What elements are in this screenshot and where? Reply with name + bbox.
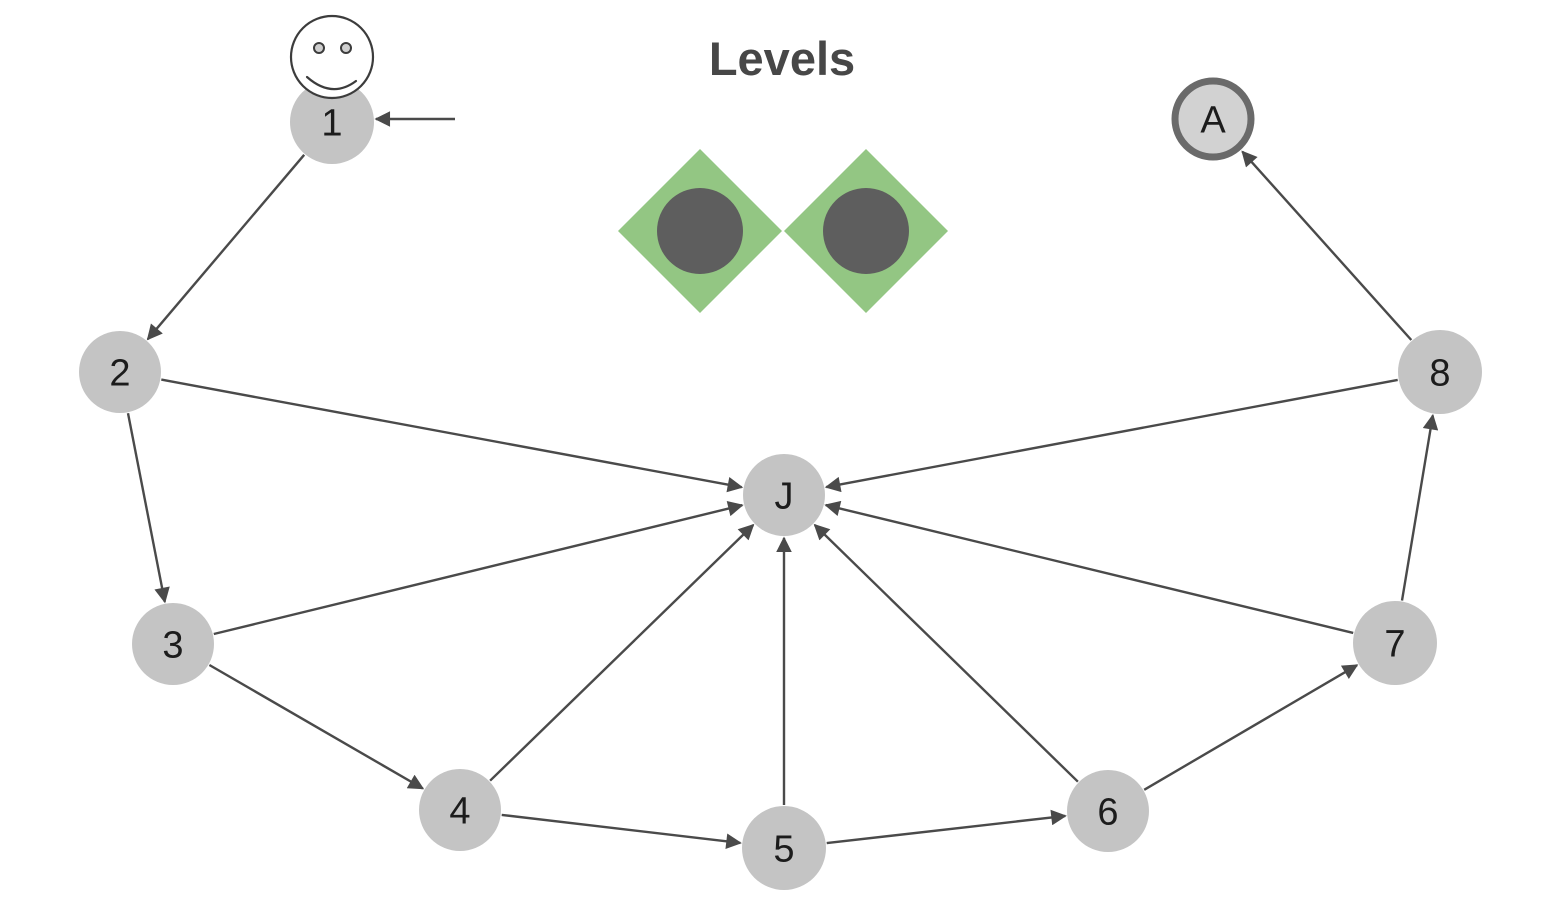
edge-6-7	[1143, 664, 1359, 791]
node-4[interactable]	[419, 769, 501, 851]
node-7[interactable]	[1353, 601, 1437, 685]
node-label-5: 5	[773, 829, 794, 871]
edge-4-5	[501, 813, 742, 850]
smiley-mouth	[305, 75, 358, 91]
edge-2-J	[161, 378, 744, 493]
node-3[interactable]	[132, 603, 214, 685]
node-group-2: 2	[79, 331, 161, 413]
node-group-4: 4	[419, 769, 501, 851]
node-group-6: 6	[1067, 770, 1149, 852]
smiley-eye-right	[340, 42, 352, 54]
node-J[interactable]	[743, 454, 825, 536]
node-label-J: J	[775, 476, 794, 518]
edge-7-J	[824, 500, 1354, 635]
nodes-layer: 1 2 3 4 5 6 7 8J A	[79, 77, 1482, 890]
edge-1-2	[146, 154, 306, 341]
node-group-5: 5	[742, 806, 826, 890]
node-6[interactable]	[1067, 770, 1149, 852]
node-group-1: 1	[290, 80, 374, 164]
smiley-decoration	[289, 14, 375, 100]
diamond-decoration-1	[618, 149, 782, 313]
node-A[interactable]	[1171, 77, 1255, 161]
node-label-2: 2	[109, 353, 130, 395]
edge-5-6	[826, 809, 1067, 845]
node-group-8: 8	[1398, 330, 1482, 414]
diamond-circle	[823, 188, 909, 274]
node-2[interactable]	[79, 331, 161, 413]
node-group-A: A	[1171, 77, 1255, 161]
decorations-layer	[289, 14, 948, 313]
node-label-8: 8	[1429, 353, 1450, 395]
smiley-eye-left	[313, 42, 325, 54]
edge-8-A	[1241, 150, 1413, 341]
node-1[interactable]	[290, 80, 374, 164]
node-group-J: J	[743, 454, 825, 536]
node-label-6: 6	[1097, 792, 1118, 834]
diagram-title: Levels	[709, 32, 855, 85]
edge-7-8	[1400, 413, 1439, 601]
node-5[interactable]	[742, 806, 826, 890]
node-label-1: 1	[321, 103, 342, 145]
node-label-4: 4	[449, 791, 470, 833]
smiley-face	[289, 14, 375, 100]
node-label-3: 3	[162, 625, 183, 667]
node-8[interactable]	[1398, 330, 1482, 414]
node-group-7: 7	[1353, 601, 1437, 685]
node-group-3: 3	[132, 603, 214, 685]
diamond-decoration-2	[784, 149, 948, 313]
edge-4-J	[489, 523, 755, 782]
edge-8-J	[824, 378, 1398, 493]
node-label-7: 7	[1384, 624, 1405, 666]
edge-3-4	[208, 663, 425, 790]
node-label-A: A	[1200, 100, 1226, 142]
edge-2-3	[126, 412, 170, 604]
edge-6-J	[813, 523, 1079, 783]
edges-layer	[126, 111, 1439, 850]
diamond-circle	[657, 188, 743, 274]
edge-3-J	[213, 500, 744, 636]
